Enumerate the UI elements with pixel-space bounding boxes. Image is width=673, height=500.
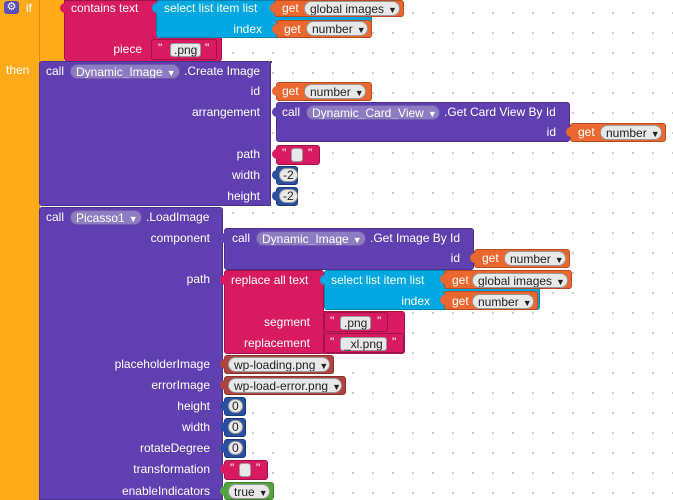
get-label: get — [282, 84, 299, 98]
number-dropdown[interactable]: number▼ — [504, 251, 566, 266]
call-label: call — [282, 105, 301, 119]
dropdown-caret-icon: ▼ — [128, 214, 138, 224]
create-image-method: .Create Image — [184, 64, 261, 78]
replace-all-text-block[interactable] — [224, 270, 324, 354]
error-image-dropdown[interactable]: wp-load-error.png▼ — [228, 378, 342, 393]
width-label: width — [181, 420, 210, 434]
rotate-degree-value[interactable]: 0 — [228, 441, 243, 455]
transformation-label: transformation — [133, 462, 210, 476]
id-label: id — [250, 84, 260, 98]
global-images-dropdown[interactable]: global images▼ — [304, 1, 400, 16]
dropdown-caret-icon: ▼ — [356, 25, 366, 35]
get-card-view-method: .Get Card View By Id — [444, 105, 556, 119]
width-value[interactable]: 0 — [228, 420, 243, 434]
load-image-call-block[interactable] — [39, 207, 223, 500]
dynamic-image-component-dropdown[interactable]: Dynamic_Image▼ — [256, 231, 366, 246]
replacement-value[interactable]: _xl.png — [340, 337, 387, 351]
get-label: get — [482, 251, 499, 265]
if-label: if — [26, 1, 32, 15]
path-label: path — [186, 272, 210, 286]
dropdown-caret-icon: ▼ — [554, 255, 564, 265]
global-images-dropdown[interactable]: global images▼ — [472, 273, 568, 288]
dropdown-caret-icon: ▼ — [332, 382, 341, 392]
get-image-by-id-method: .Get Image By Id — [370, 231, 461, 245]
then-label: then — [6, 63, 30, 77]
picasso1-component-dropdown[interactable]: Picasso1▼ — [70, 210, 142, 225]
call-label: call — [46, 210, 65, 224]
number-dropdown[interactable]: number▼ — [304, 84, 366, 99]
load-image-method: .LoadImage — [146, 210, 210, 224]
get-label: get — [452, 294, 469, 308]
dynamic-card-view-dropdown[interactable]: Dynamic_Card_View▼ — [306, 105, 440, 120]
get-label: get — [282, 1, 299, 15]
height-value[interactable]: -2 — [279, 189, 298, 203]
replace-all-text-label: replace all text — [231, 273, 309, 287]
call-label: call — [232, 231, 251, 245]
enable-indicators-dropdown[interactable]: true▼ — [228, 484, 270, 499]
rotate-degree-label: rotateDegree — [139, 441, 210, 455]
width-value[interactable]: -2 — [279, 168, 298, 182]
path-value[interactable] — [291, 148, 303, 162]
height-label: height — [227, 189, 260, 203]
dropdown-caret-icon: ▼ — [427, 109, 437, 119]
replacement-label: replacement — [243, 336, 310, 350]
contains-text-label: contains text — [71, 1, 139, 15]
dropdown-caret-icon: ▼ — [556, 277, 565, 287]
piece-value[interactable]: .png — [170, 43, 202, 57]
dropdown-caret-icon: ▼ — [258, 488, 268, 498]
height-label: height — [177, 399, 210, 413]
number-dropdown[interactable]: number▼ — [306, 21, 368, 36]
number-dropdown[interactable]: number▼ — [600, 125, 662, 140]
id-label: id — [546, 125, 556, 139]
component-label: component — [150, 231, 210, 245]
dynamic-image-component-dropdown[interactable]: Dynamic_Image▼ — [70, 64, 180, 79]
dropdown-caret-icon: ▼ — [650, 129, 660, 139]
dropdown-caret-icon: ▼ — [352, 235, 362, 245]
call-label: call — [46, 64, 65, 78]
piece-label: piece — [113, 42, 142, 56]
height-value[interactable]: 0 — [228, 399, 243, 413]
number-dropdown[interactable]: number▼ — [472, 294, 534, 309]
dropdown-caret-icon: ▼ — [166, 68, 176, 78]
transformation-value[interactable] — [239, 463, 251, 477]
segment-value[interactable]: .png — [340, 316, 372, 330]
segment-label: segment — [263, 315, 310, 329]
get-label: get — [452, 273, 469, 287]
width-label: width — [231, 168, 260, 182]
id-label: id — [450, 251, 460, 265]
gear-icon[interactable]: ⚙ — [4, 1, 19, 14]
select-list-item-label: select list item list — [331, 273, 425, 287]
create-image-call-block[interactable] — [39, 61, 271, 206]
get-label: get — [284, 22, 301, 36]
index-label: index — [401, 294, 430, 308]
select-list-item-label: select list item list — [164, 1, 258, 15]
dropdown-caret-icon: ▼ — [319, 361, 329, 371]
index-label: index — [233, 22, 262, 36]
dropdown-caret-icon: ▼ — [522, 298, 532, 308]
placeholder-image-label: placeholderImage — [114, 357, 210, 371]
enable-indicators-label: enableIndicators — [121, 484, 210, 498]
arrangement-label: arrangement — [191, 105, 260, 119]
get-label: get — [578, 125, 595, 139]
placeholder-image-dropdown[interactable]: wp-loading.png▼ — [228, 357, 330, 372]
dropdown-caret-icon: ▼ — [388, 5, 397, 15]
path-label: path — [236, 147, 260, 161]
error-image-label: errorImage — [151, 378, 210, 392]
dropdown-caret-icon: ▼ — [354, 88, 364, 98]
